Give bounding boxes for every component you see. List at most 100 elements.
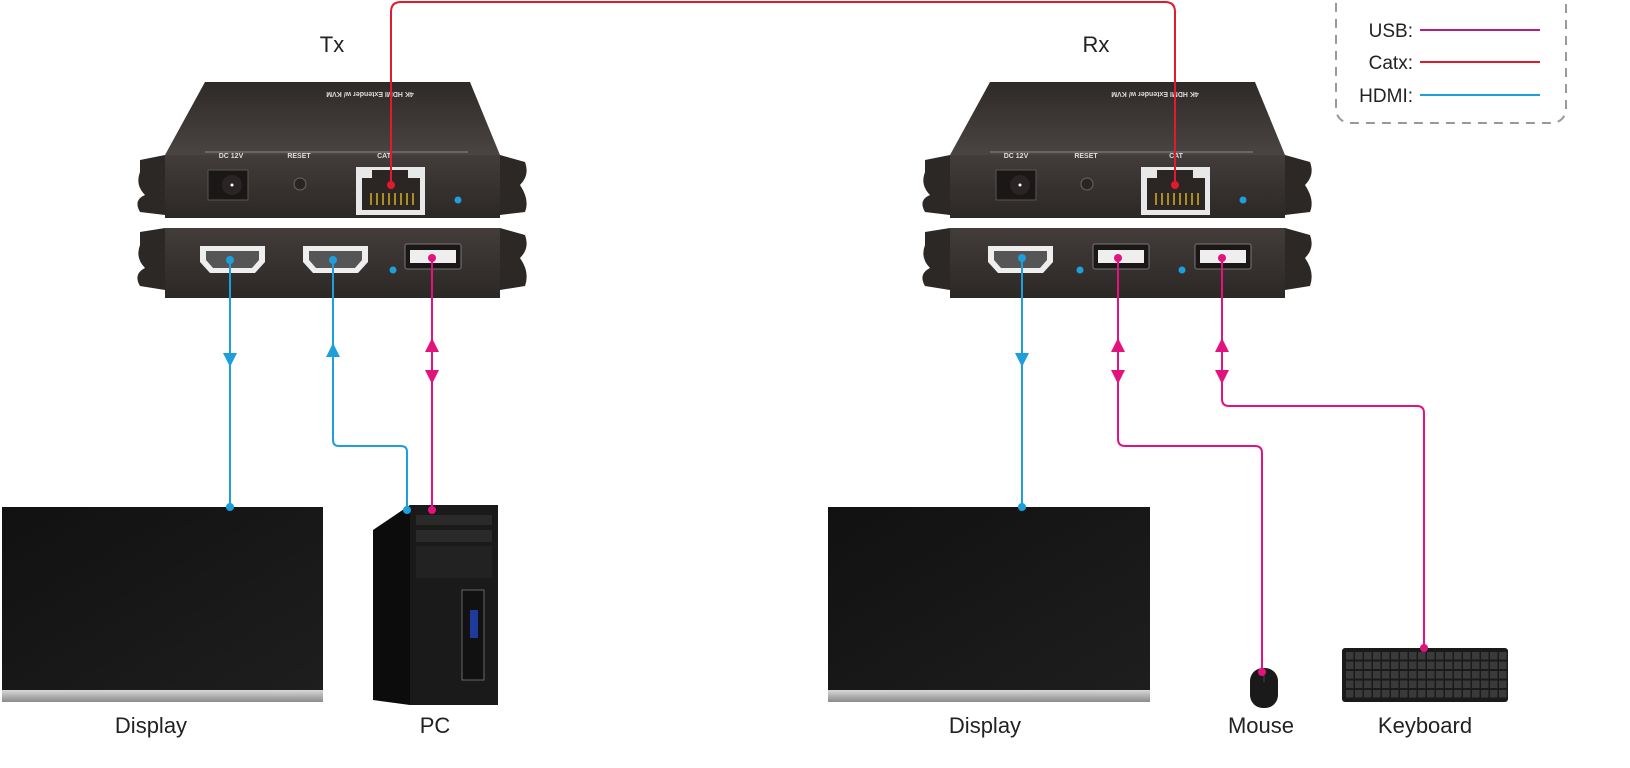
- tx-bracket-right-top: [500, 155, 527, 215]
- keyboard-key: [1481, 652, 1489, 660]
- keyboard-key: [1481, 690, 1489, 698]
- rx-bracket-right-top: [1285, 155, 1312, 215]
- keyboard-key: [1364, 671, 1372, 679]
- rx-display-label: Display: [949, 713, 1021, 738]
- keyboard-key: [1463, 671, 1471, 679]
- keyboard-key: [1490, 671, 1498, 679]
- keyboard-key: [1472, 661, 1480, 669]
- tx-bracket-right-bottom: [500, 228, 527, 290]
- keyboard-key: [1418, 671, 1426, 679]
- tx-title: Tx: [320, 32, 344, 57]
- cable-endpoints: [226, 181, 1428, 676]
- keyboard-key: [1472, 690, 1480, 698]
- rx-bracket-left-top: [922, 155, 950, 215]
- keyboard-key: [1499, 652, 1507, 660]
- tx-power-label: DC 12V: [219, 153, 244, 160]
- keyboard-key: [1391, 671, 1399, 679]
- keyboard-key: [1346, 680, 1354, 688]
- keyboard-key: [1373, 680, 1381, 688]
- keyboard-key: [1373, 690, 1381, 698]
- tx-display-label: Display: [115, 713, 187, 738]
- keyboard-key: [1373, 652, 1381, 660]
- keyboard-key: [1454, 680, 1462, 688]
- keyboard-key: [1490, 690, 1498, 698]
- keyboard-key: [1355, 671, 1363, 679]
- rx-led-usb1: [1076, 266, 1084, 274]
- mouse-label: Mouse: [1228, 713, 1294, 738]
- keyboard-key: [1436, 661, 1444, 669]
- keyboard-key: [1436, 680, 1444, 688]
- keyboard-key: [1427, 690, 1435, 698]
- keyboard-key: [1400, 652, 1408, 660]
- keyboard-label: Keyboard: [1378, 713, 1472, 738]
- rx-power-label: DC 12V: [1004, 153, 1029, 160]
- keyboard-key: [1463, 690, 1471, 698]
- legend-catx-label: Catx:: [1369, 53, 1413, 74]
- keyboard-key: [1382, 652, 1390, 660]
- legend-border: [1335, 0, 1567, 124]
- keyboard-key: [1355, 652, 1363, 660]
- keyboard-key: [1481, 680, 1489, 688]
- keyboard-key: [1409, 671, 1417, 679]
- keyboard-key: [1454, 690, 1462, 698]
- keyboard-key: [1391, 680, 1399, 688]
- keyboard-key: [1400, 690, 1408, 698]
- legend-usb-label: USB:: [1369, 21, 1413, 42]
- keyboard-key: [1409, 690, 1417, 698]
- keyboard-key: [1346, 652, 1354, 660]
- catx-cable: [390, 1, 1176, 185]
- legend: USB: Catx: HDMI:: [1335, 0, 1567, 124]
- keyboard-key: [1499, 671, 1507, 679]
- keyboard-key: [1490, 661, 1498, 669]
- keyboard-key: [1490, 652, 1498, 660]
- keyboard-key: [1400, 680, 1408, 688]
- keyboard-key: [1445, 680, 1453, 688]
- rx-reset-label: RESET: [1074, 153, 1098, 160]
- pc-tower: [373, 505, 498, 705]
- tx-bracket-left-bottom: [137, 228, 165, 290]
- keyboard-key: [1400, 671, 1408, 679]
- keyboard-key: [1427, 652, 1435, 660]
- rx-top-cover: [950, 82, 1285, 155]
- keyboard-key: [1364, 652, 1372, 660]
- keyboard-key: [1373, 671, 1381, 679]
- keyboard-key: [1400, 661, 1408, 669]
- rx-mouse-cable: [1117, 258, 1263, 672]
- tx-led-bottom: [389, 266, 397, 274]
- pc-label: PC: [420, 713, 451, 738]
- keyboard-key: [1427, 671, 1435, 679]
- keyboard-key: [1472, 671, 1480, 679]
- keyboard-key: [1346, 661, 1354, 669]
- keyboard-key: [1364, 680, 1372, 688]
- rx-reset-button: [1080, 177, 1094, 191]
- rx-display: [828, 507, 1150, 702]
- keyboard-key: [1382, 680, 1390, 688]
- keyboard-key: [1490, 680, 1498, 688]
- keyboard-key: [1427, 661, 1435, 669]
- keyboard-key: [1391, 661, 1399, 669]
- keyboard-key: [1382, 661, 1390, 669]
- keyboard-key: [1418, 690, 1426, 698]
- tx-hdmi-in-cable: [332, 260, 408, 510]
- keyboard-key: [1445, 671, 1453, 679]
- keyboard-key: [1409, 661, 1417, 669]
- tx-model-text: 4K HDMI Extender w/ KVM: [326, 90, 414, 97]
- keyboard-key: [1382, 690, 1390, 698]
- keyboard-key: [1454, 661, 1462, 669]
- rx-keyboard-cable: [1221, 258, 1425, 648]
- tx-display: [2, 507, 323, 702]
- keyboard-key: [1373, 661, 1381, 669]
- keyboard-key: [1436, 690, 1444, 698]
- keyboard-key: [1346, 671, 1354, 679]
- rx-bracket-right-bottom: [1285, 228, 1312, 290]
- keyboard-key: [1499, 680, 1507, 688]
- keyboard-key: [1418, 661, 1426, 669]
- keyboard-key: [1445, 690, 1453, 698]
- legend-hdmi-label: HDMI:: [1359, 86, 1413, 107]
- keyboard-key: [1391, 690, 1399, 698]
- rx-title: Rx: [1083, 32, 1110, 57]
- keyboard-key: [1409, 652, 1417, 660]
- keyboard-key: [1454, 671, 1462, 679]
- keyboard-key: [1499, 690, 1507, 698]
- tx-unit: 4K HDMI Extender w/ KVM DC 12V RESET CAT: [137, 82, 527, 298]
